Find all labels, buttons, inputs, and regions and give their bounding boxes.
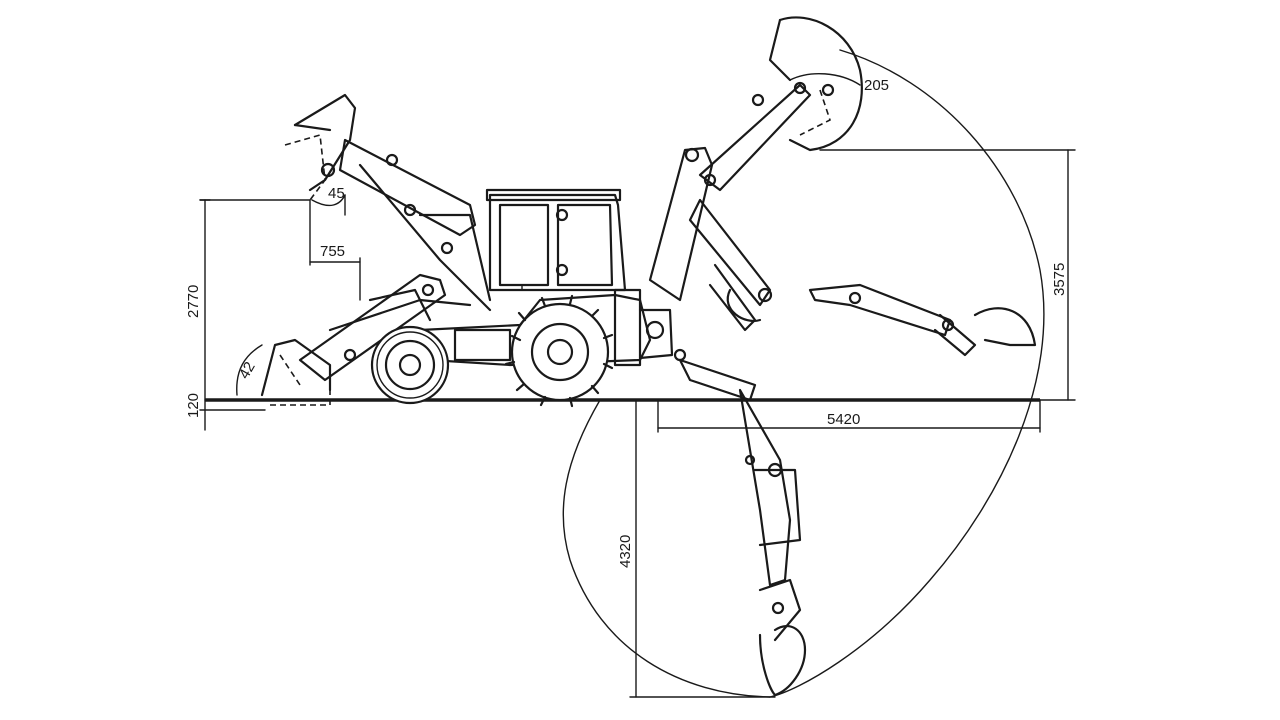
dimension-dump-angle: 45 xyxy=(311,185,346,216)
dimension-dig-depth: 120 xyxy=(185,393,266,431)
dimension-label-rollback-angle: 42 xyxy=(236,359,259,382)
dimension-label-backhoe-reach: 5420 xyxy=(827,411,860,428)
dimension-label-bucket-rotation: 205 xyxy=(864,77,889,94)
front-loader-arm xyxy=(260,93,492,406)
backhoe-arm-extended xyxy=(808,283,1037,357)
backhoe-working-envelope xyxy=(562,49,1045,698)
dimension-backhoe-dig-depth: 4320 xyxy=(617,399,776,698)
dimension-label-backhoe-loading-height: 3575 xyxy=(1051,263,1068,296)
backhoe-arm-mid xyxy=(688,198,773,332)
rear-wheel xyxy=(504,294,614,408)
front-wheel xyxy=(370,325,450,405)
dimension-label-dig-depth: 120 xyxy=(185,393,202,418)
dimension-backhoe-loading-height: 3575 xyxy=(819,149,1076,401)
dimension-rollback-angle: 42 xyxy=(236,344,263,396)
dimension-bucket-rotation: 205 xyxy=(789,72,889,94)
dimension-label-backhoe-dig-depth: 4320 xyxy=(617,535,634,568)
dimension-label-lift-height: 2770 xyxy=(185,285,202,318)
dimension-dump-reach: 755 xyxy=(309,199,361,301)
dimension-label-dump-reach: 755 xyxy=(320,243,345,260)
tractor-body xyxy=(370,188,687,408)
dimension-label-dump-angle: 45 xyxy=(328,185,345,202)
dimension-lift-height: 2770 xyxy=(185,199,311,401)
backhoe-arm-lowered xyxy=(678,358,807,697)
backhoe-arm-raised xyxy=(648,16,863,302)
dimension-backhoe-reach: 5420 xyxy=(657,399,1041,433)
